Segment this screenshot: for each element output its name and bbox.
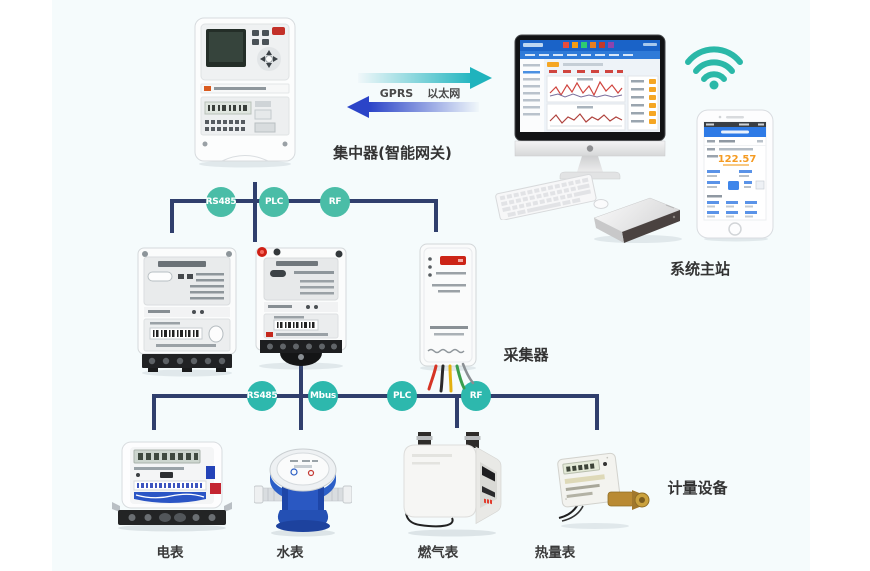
ethernet-label: 以太网 <box>427 87 461 100</box>
collector1-terminal-block <box>142 354 232 368</box>
keyboard <box>495 173 597 220</box>
collector-device-3 <box>419 243 477 393</box>
downlink-arrow <box>369 102 479 112</box>
collector-device-2 <box>255 247 347 370</box>
node-label: RF <box>469 391 483 401</box>
line-drop-heat-meter <box>595 394 599 430</box>
phone-big-number: 122.57 <box>718 154 757 165</box>
node-mbus-lower: Mbus <box>308 381 338 411</box>
electric-meter-terminal-block <box>118 510 226 525</box>
node-label: PLC <box>392 391 412 401</box>
gas-meter-display <box>482 466 495 482</box>
concentrator-label: 集中器(智能网关) <box>333 144 452 162</box>
electric-meter-label: 电表 <box>156 545 184 561</box>
uplink-arrow <box>358 73 470 83</box>
node-plc-upper: PLC <box>259 187 289 217</box>
line-drop-electric-meter <box>152 394 156 430</box>
heat-meter-label: 热量表 <box>534 545 576 561</box>
node-label: Mbus <box>310 391 336 401</box>
collector3-red-indicator <box>440 256 466 265</box>
line-drop-gas-meter <box>455 394 459 428</box>
node-label: RS485 <box>246 391 278 401</box>
gprs-label: GPRS <box>379 87 414 100</box>
downlink-arrow-head-icon <box>347 96 369 118</box>
collector-device-1 <box>137 247 237 377</box>
line-concentrator-drop <box>253 182 257 242</box>
master-station-label: 系统主站 <box>669 260 730 278</box>
metering-devices-label: 计量设备 <box>667 479 728 497</box>
link-protocol-label: GPRS 以太网 <box>360 85 480 101</box>
master-station-computer <box>514 34 666 180</box>
heat-meter-device <box>557 452 650 529</box>
mouse <box>593 199 609 209</box>
water-meter-label: 水表 <box>276 545 304 561</box>
gas-meter-device <box>403 432 502 537</box>
concentrator-device <box>194 17 296 168</box>
node-rs485-lower: RS485 <box>246 381 278 411</box>
node-label: RF <box>328 197 342 207</box>
wifi-icon <box>685 46 743 90</box>
phone-action-button <box>728 181 739 190</box>
line-drop-collector3 <box>434 199 438 232</box>
lower-bus-line <box>152 394 599 398</box>
water-meter-device <box>254 448 352 537</box>
gas-meter-label: 燃气表 <box>417 545 459 561</box>
node-rf-lower: RF <box>461 381 491 411</box>
concentrator-red-button <box>272 27 285 35</box>
node-plc-lower: PLC <box>387 381 417 411</box>
electric-meter-red-button <box>210 483 221 494</box>
apple-logo-icon <box>586 145 594 152</box>
node-label: RS485 <box>205 197 237 207</box>
keyboard-and-mouse <box>495 173 609 220</box>
upper-bus-line <box>170 199 438 203</box>
line-drop-water-meter <box>299 394 303 430</box>
external-storage-box <box>593 197 682 243</box>
line-collector2-drop <box>299 360 303 398</box>
collector-label: 采集器 <box>503 346 549 364</box>
line-drop-collector1 <box>170 199 174 233</box>
collector2-terminal-block <box>260 340 342 353</box>
node-rf-upper: RF <box>320 187 350 217</box>
node-label: PLC <box>264 197 284 207</box>
electricity-meter-device <box>112 441 232 532</box>
phone-home-button <box>728 222 742 236</box>
master-station-phone: 122.57 <box>696 109 774 242</box>
node-rs485-upper: RS485 <box>205 187 237 217</box>
uplink-arrow-head-icon <box>470 67 492 89</box>
